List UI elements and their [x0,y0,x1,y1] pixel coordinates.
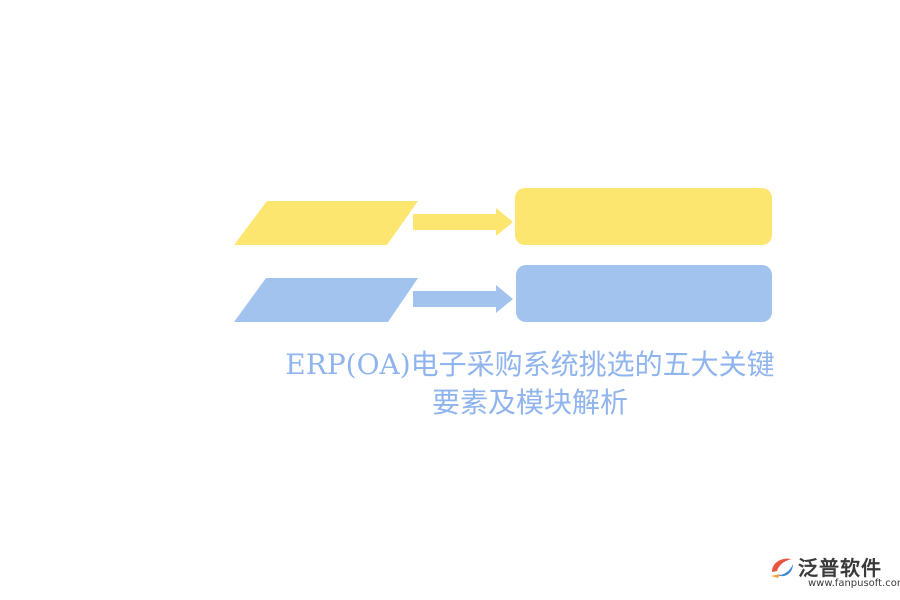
title-line-2: 要素及模块解析 [431,386,628,419]
fanpu-logo-icon [771,558,793,578]
diagram-title: ERP(OA)电子采购系统挑选的五大关键 要素及模块解析 [220,346,840,422]
rounded-box-blue [516,265,772,322]
brand-url: www.fanpusoft.com [808,578,900,589]
parallelogram-yellow [234,201,418,245]
title-line-1: ERP(OA)电子采购系统挑选的五大关键 [285,348,775,381]
arrow-right-yellow [413,208,513,236]
rounded-box-yellow [515,188,772,245]
brand-logo: 泛普软件 www.fanpusoft.com [768,552,900,592]
arrow-right-blue [413,285,513,313]
parallelogram-blue [234,278,418,322]
brand-name: 泛普软件 [798,556,882,580]
